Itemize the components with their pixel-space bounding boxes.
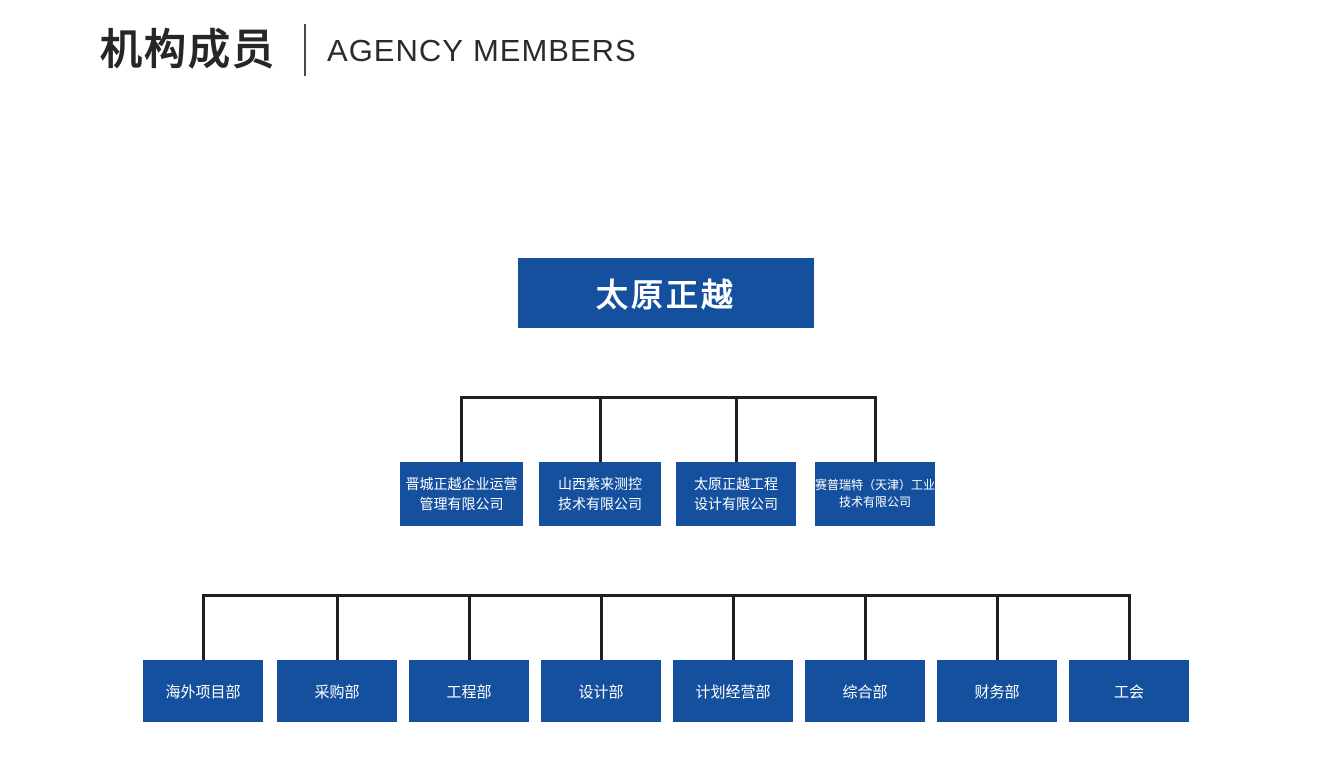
org-box-label: 山西紫来测控 (558, 475, 642, 492)
connector-vertical (863, 594, 867, 660)
connector-vertical (598, 396, 602, 462)
org-box-label: 赛普瑞特（天津）工业 (815, 477, 936, 492)
org-box-label: 工程部 (446, 683, 492, 701)
org-box-department: 设计部 (541, 660, 661, 722)
page-title-en: AGENCY MEMBERS (327, 32, 637, 68)
org-box-company: 晋城正越企业运营管理有限公司 (400, 462, 523, 526)
org-box-label: 技术有限公司 (838, 495, 911, 509)
title-divider (304, 24, 307, 76)
connector-vertical (734, 396, 738, 462)
org-box-label: 财务部 (974, 683, 1020, 701)
org-box-label: 设计部 (578, 683, 624, 701)
org-box-company: 太原正越工程设计有限公司 (676, 462, 796, 526)
org-box-label: 管理有限公司 (419, 496, 504, 512)
org-box-label: 技术有限公司 (558, 496, 642, 512)
org-box-label: 工会 (1113, 683, 1144, 701)
org-box-department: 计划经营部 (673, 660, 793, 722)
org-box-label: 采购部 (314, 683, 360, 701)
connector-vertical (873, 396, 877, 462)
org-box-label: 太原正越工程 (694, 475, 778, 492)
org-box-department: 海外项目部 (143, 660, 263, 722)
connector-vertical (995, 594, 999, 660)
connector-horizontal (201, 594, 1131, 597)
org-box-label: 综合部 (842, 683, 888, 701)
connector-vertical (1127, 594, 1131, 660)
slide-header: 机构成员 AGENCY MEMBERS (100, 24, 637, 76)
connector-vertical (731, 594, 735, 660)
org-box-label: 计划经营部 (695, 683, 771, 701)
org-box-label: 设计有限公司 (694, 496, 778, 512)
connector-vertical (467, 594, 471, 660)
org-box-label: 海外项目部 (165, 683, 241, 701)
page-title-zh: 机构成员 (100, 26, 277, 73)
connector-vertical (201, 594, 205, 660)
org-box-label: 晋城正越企业运营 (405, 475, 518, 492)
org-box-company: 赛普瑞特（天津）工业技术有限公司 (815, 462, 935, 526)
org-box-department: 综合部 (805, 660, 925, 722)
org-box-department: 工会 (1069, 660, 1189, 722)
org-box-department: 财务部 (937, 660, 1057, 722)
org-box-company: 山西紫来测控技术有限公司 (539, 462, 661, 526)
connector-vertical (599, 594, 603, 660)
org-box-department: 工程部 (409, 660, 529, 722)
org-box-root: 太原正越 (518, 258, 814, 328)
connector-horizontal (460, 396, 877, 399)
org-box-department: 采购部 (277, 660, 397, 722)
connector-vertical (335, 594, 339, 660)
connector-vertical (460, 396, 463, 462)
